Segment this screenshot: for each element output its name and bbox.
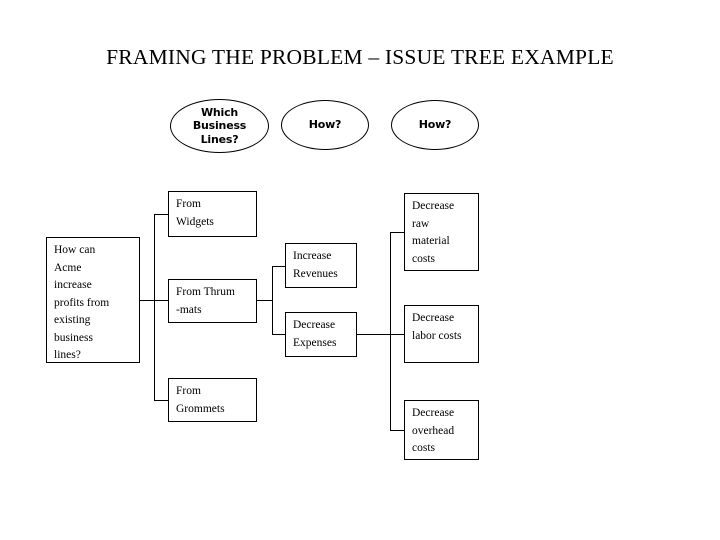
- connector-to-decrease-labor-costs: [390, 334, 404, 335]
- node-decrease-raw-material-costs[interactable]: Decrease raw material costs: [404, 193, 479, 271]
- connector-to-from-thrum-mats: [154, 300, 168, 301]
- connector-level2-trunk: [272, 266, 273, 334]
- node-line: Decrease: [412, 200, 455, 212]
- ellipse-line: Lines?: [200, 132, 239, 146]
- node-line: -mats: [176, 303, 202, 316]
- node-line: Expenses: [293, 336, 337, 349]
- header-ellipse-how-1: How?: [281, 100, 369, 150]
- ellipse-line: How?: [308, 118, 342, 132]
- node-line: costs: [412, 252, 435, 265]
- node-line: profits from: [54, 296, 110, 309]
- connector-to-from-widgets: [154, 214, 168, 215]
- connector-level1-trunk: [154, 214, 155, 400]
- connector-to-decrease-overhead-costs: [390, 430, 404, 431]
- node-line: From: [176, 385, 201, 397]
- node-line: overhead: [412, 424, 455, 437]
- node-line: Grommets: [176, 402, 225, 415]
- node-increase-revenues[interactable]: Increase Revenues: [285, 243, 357, 288]
- node-line: Revenues: [293, 267, 338, 280]
- node-line: Widgets: [176, 215, 214, 228]
- node-line: Acme: [54, 261, 82, 274]
- header-ellipse-how-2: How?: [391, 100, 479, 150]
- node-decrease-labor-costs[interactable]: Decrease labor costs: [404, 305, 479, 363]
- node-line: existing: [54, 314, 91, 326]
- connector-expenses-stub: [357, 334, 390, 335]
- connector-to-decrease-expenses: [272, 334, 285, 335]
- node-line: costs: [412, 442, 435, 454]
- node-line: From Thrum: [176, 286, 235, 298]
- connector-to-increase-revenues: [272, 266, 285, 267]
- page-title: FRAMING THE PROBLEM – ISSUE TREE EXAMPLE: [106, 45, 614, 69]
- node-line: Decrease: [412, 312, 455, 324]
- node-line: From: [176, 198, 201, 210]
- connector-level3-trunk: [390, 232, 391, 430]
- ellipse-line: Which: [200, 105, 239, 119]
- ellipse-line: How?: [418, 118, 452, 132]
- node-line: Decrease: [293, 319, 336, 331]
- header-ellipse-which-business-lines: Which Business Lines?: [170, 99, 269, 153]
- node-from-thrum-mats[interactable]: From Thrum -mats: [168, 279, 257, 323]
- node-line: How can: [54, 244, 96, 256]
- connector-to-decrease-raw-material-costs: [390, 232, 404, 233]
- node-line: Increase: [293, 250, 332, 262]
- node-from-widgets[interactable]: From Widgets: [168, 191, 257, 237]
- connector-root-stub: [140, 300, 154, 301]
- connector-thrum-stub: [257, 300, 272, 301]
- node-line: business: [54, 331, 93, 344]
- node-line: raw: [412, 217, 430, 230]
- node-decrease-expenses[interactable]: Decrease Expenses: [285, 312, 357, 357]
- ellipse-line: Business: [192, 119, 247, 133]
- node-from-grommets[interactable]: From Grommets: [168, 378, 257, 422]
- node-line: Decrease: [412, 407, 455, 419]
- node-decrease-overhead-costs[interactable]: Decrease overhead costs: [404, 400, 479, 460]
- node-root-question[interactable]: How can Acme increase profits from exist…: [46, 237, 140, 363]
- node-line: lines?: [54, 349, 81, 361]
- node-line: labor costs: [412, 329, 462, 342]
- node-line: increase: [54, 279, 92, 291]
- node-line: material: [412, 235, 450, 247]
- connector-to-from-grommets: [154, 400, 168, 401]
